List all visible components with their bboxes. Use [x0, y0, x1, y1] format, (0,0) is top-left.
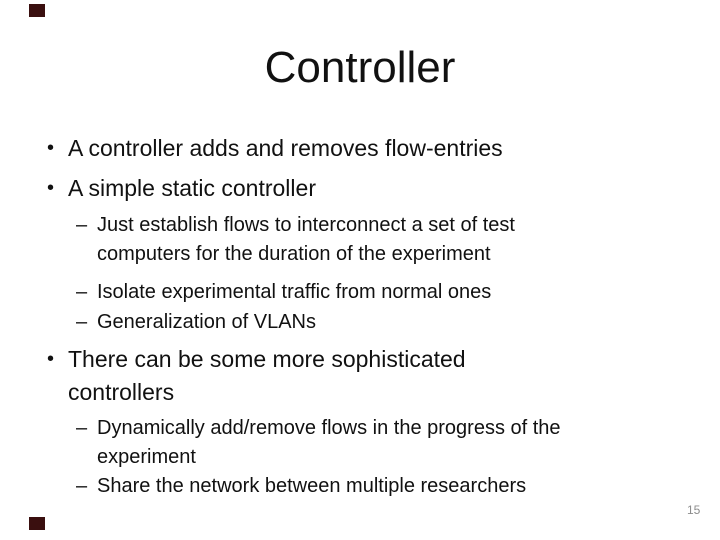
sub-bullet-text: Isolate experimental traffic from normal…: [97, 281, 492, 303]
corner-mark-bottom-left: [29, 517, 45, 530]
dash-marker-icon: –: [76, 417, 88, 439]
sub-bullet-text: Dynamically add/remove flows in the prog…: [97, 417, 561, 439]
dash-marker-icon: –: [76, 281, 88, 303]
bullet-marker-icon: •: [47, 348, 55, 370]
bullet-text: There can be some more sophisticated: [68, 346, 466, 372]
corner-mark-top-left: [29, 4, 45, 17]
dash-marker-icon: –: [76, 311, 88, 333]
bullet-text: A simple static controller: [68, 175, 316, 201]
bullet-item: • There can be some more sophisticated c…: [47, 343, 466, 409]
slide-title: Controller: [264, 43, 456, 92]
sub-bullet-text: experiment: [97, 446, 196, 468]
sub-bullet-item: – Isolate experimental traffic from norm…: [76, 278, 492, 307]
bullet-text: controllers: [68, 379, 175, 405]
bullet-marker-icon: •: [47, 137, 55, 159]
sub-bullet-item: – Generalization of VLANs: [76, 308, 317, 337]
sub-bullet-text: Share the network between multiple resea…: [97, 475, 527, 497]
sub-bullet-text: Generalization of VLANs: [97, 311, 317, 333]
dash-marker-icon: –: [76, 475, 88, 497]
sub-bullet-item: – Just establish flows to interconnect a…: [76, 211, 515, 269]
sub-bullet-item: – Share the network between multiple res…: [76, 472, 527, 501]
sub-bullet-item: – Dynamically add/remove flows in the pr…: [76, 414, 561, 472]
bullet-marker-icon: •: [47, 177, 55, 199]
page-number: 15: [687, 503, 701, 517]
bullet-item: • A simple static controller: [47, 175, 316, 202]
bullet-text: A controller adds and removes flow-entri…: [68, 135, 503, 161]
bullet-item: • A controller adds and removes flow-ent…: [47, 135, 503, 162]
dash-marker-icon: –: [76, 214, 88, 236]
sub-bullet-text: computers for the duration of the experi…: [97, 243, 491, 265]
sub-bullet-text: Just establish flows to interconnect a s…: [97, 214, 515, 236]
